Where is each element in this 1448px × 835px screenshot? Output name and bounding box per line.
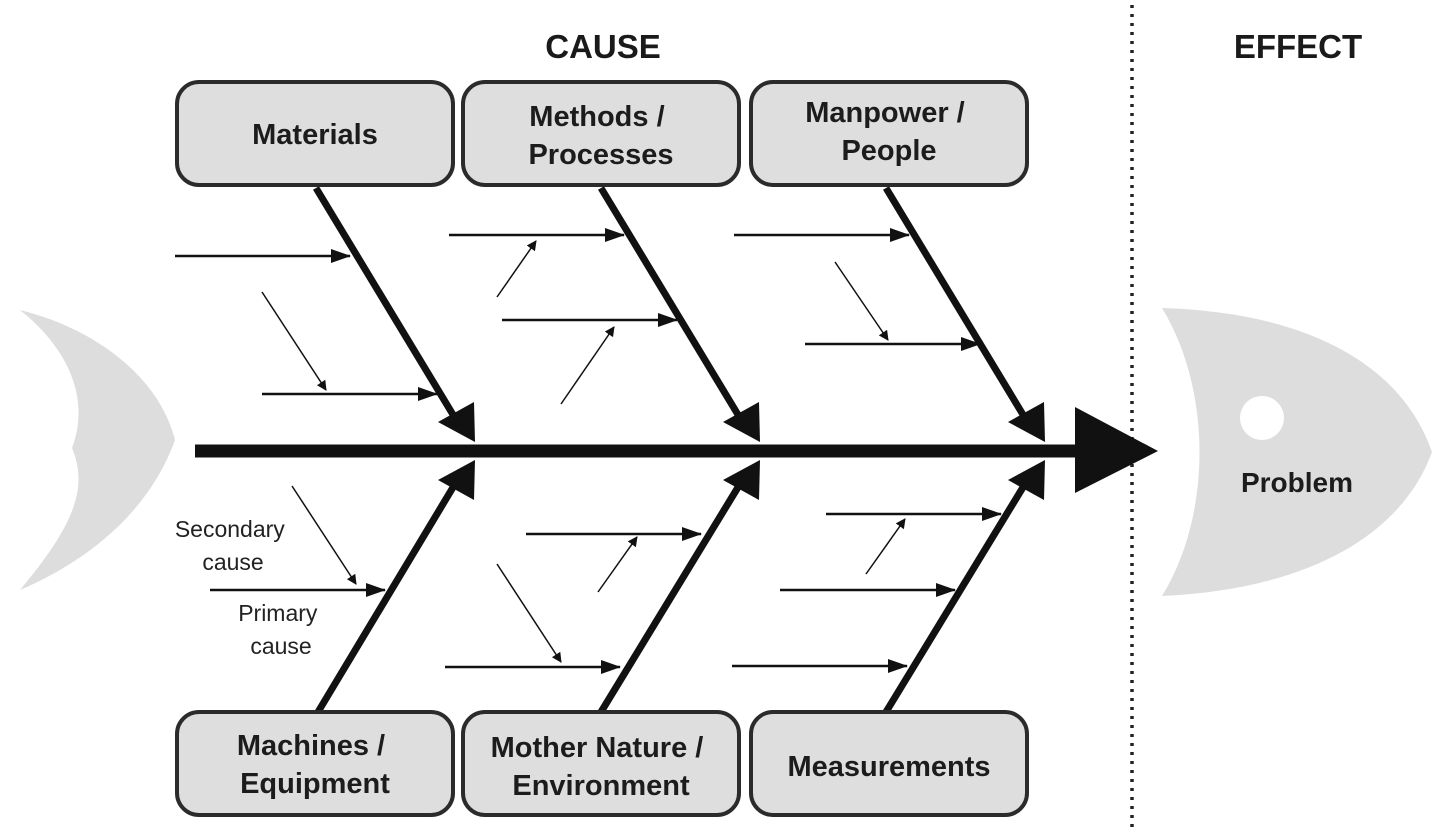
svg-text:Materials: Materials [252,119,378,151]
secondary-cause-arrow [261,291,327,391]
secondary-cause-arrow [496,240,537,298]
svg-text:Measurements: Measurements [787,751,990,783]
svg-text:Machines / Equipment: Machines / Equipment [237,730,393,800]
bone-materials [313,186,458,420]
bone-materials-arrowhead [438,402,475,442]
svg-text:Methods / Processes: Methods / Processes [528,101,673,171]
bone-machines [314,482,459,714]
category-materials: Materials [175,80,455,187]
bone-environment [598,482,743,714]
primary-cause-label: Primary cause [238,600,324,659]
cause-heading: CAUSE [545,28,661,65]
bone-environment-arrowhead [723,460,760,500]
effect-heading: EFFECT [1234,28,1362,65]
problem-label: Problem [1241,467,1353,498]
bone-machines-arrowhead [438,460,475,500]
bone-measurements [883,482,1028,714]
secondary-cause-arrow [834,261,889,341]
svg-text:Mother Nature / Environm: Mother Nature / Environment [491,732,712,802]
category-manpower-people: Manpower / People [749,80,1029,187]
fish-tail [20,310,175,590]
category-machines-equipment: Machines / Equipment [175,710,455,817]
secondary-cause-arrow [496,563,562,663]
secondary-cause-label: Secondary cause [175,516,291,575]
bone-measurements-arrowhead [1008,460,1045,500]
bone-methods-arrowhead [723,402,760,442]
bone-methods [598,186,743,420]
fish-head [1162,308,1432,596]
svg-text:Manpower / People: Manpower / People [805,97,973,167]
category-methods-processes: Methods / Processes [461,80,741,187]
category-mother-nature-environment: Mother Nature / Environment [461,710,741,817]
secondary-cause-arrow [291,485,357,585]
spine-arrowhead [1075,407,1158,493]
category-measurements: Measurements [749,710,1029,817]
secondary-cause-arrow [865,518,906,575]
secondary-cause-arrow [597,536,638,593]
bone-manpower [883,186,1028,420]
secondary-cause-arrow [560,326,615,405]
bone-manpower-arrowhead [1008,402,1045,442]
fish-eye [1240,396,1284,440]
